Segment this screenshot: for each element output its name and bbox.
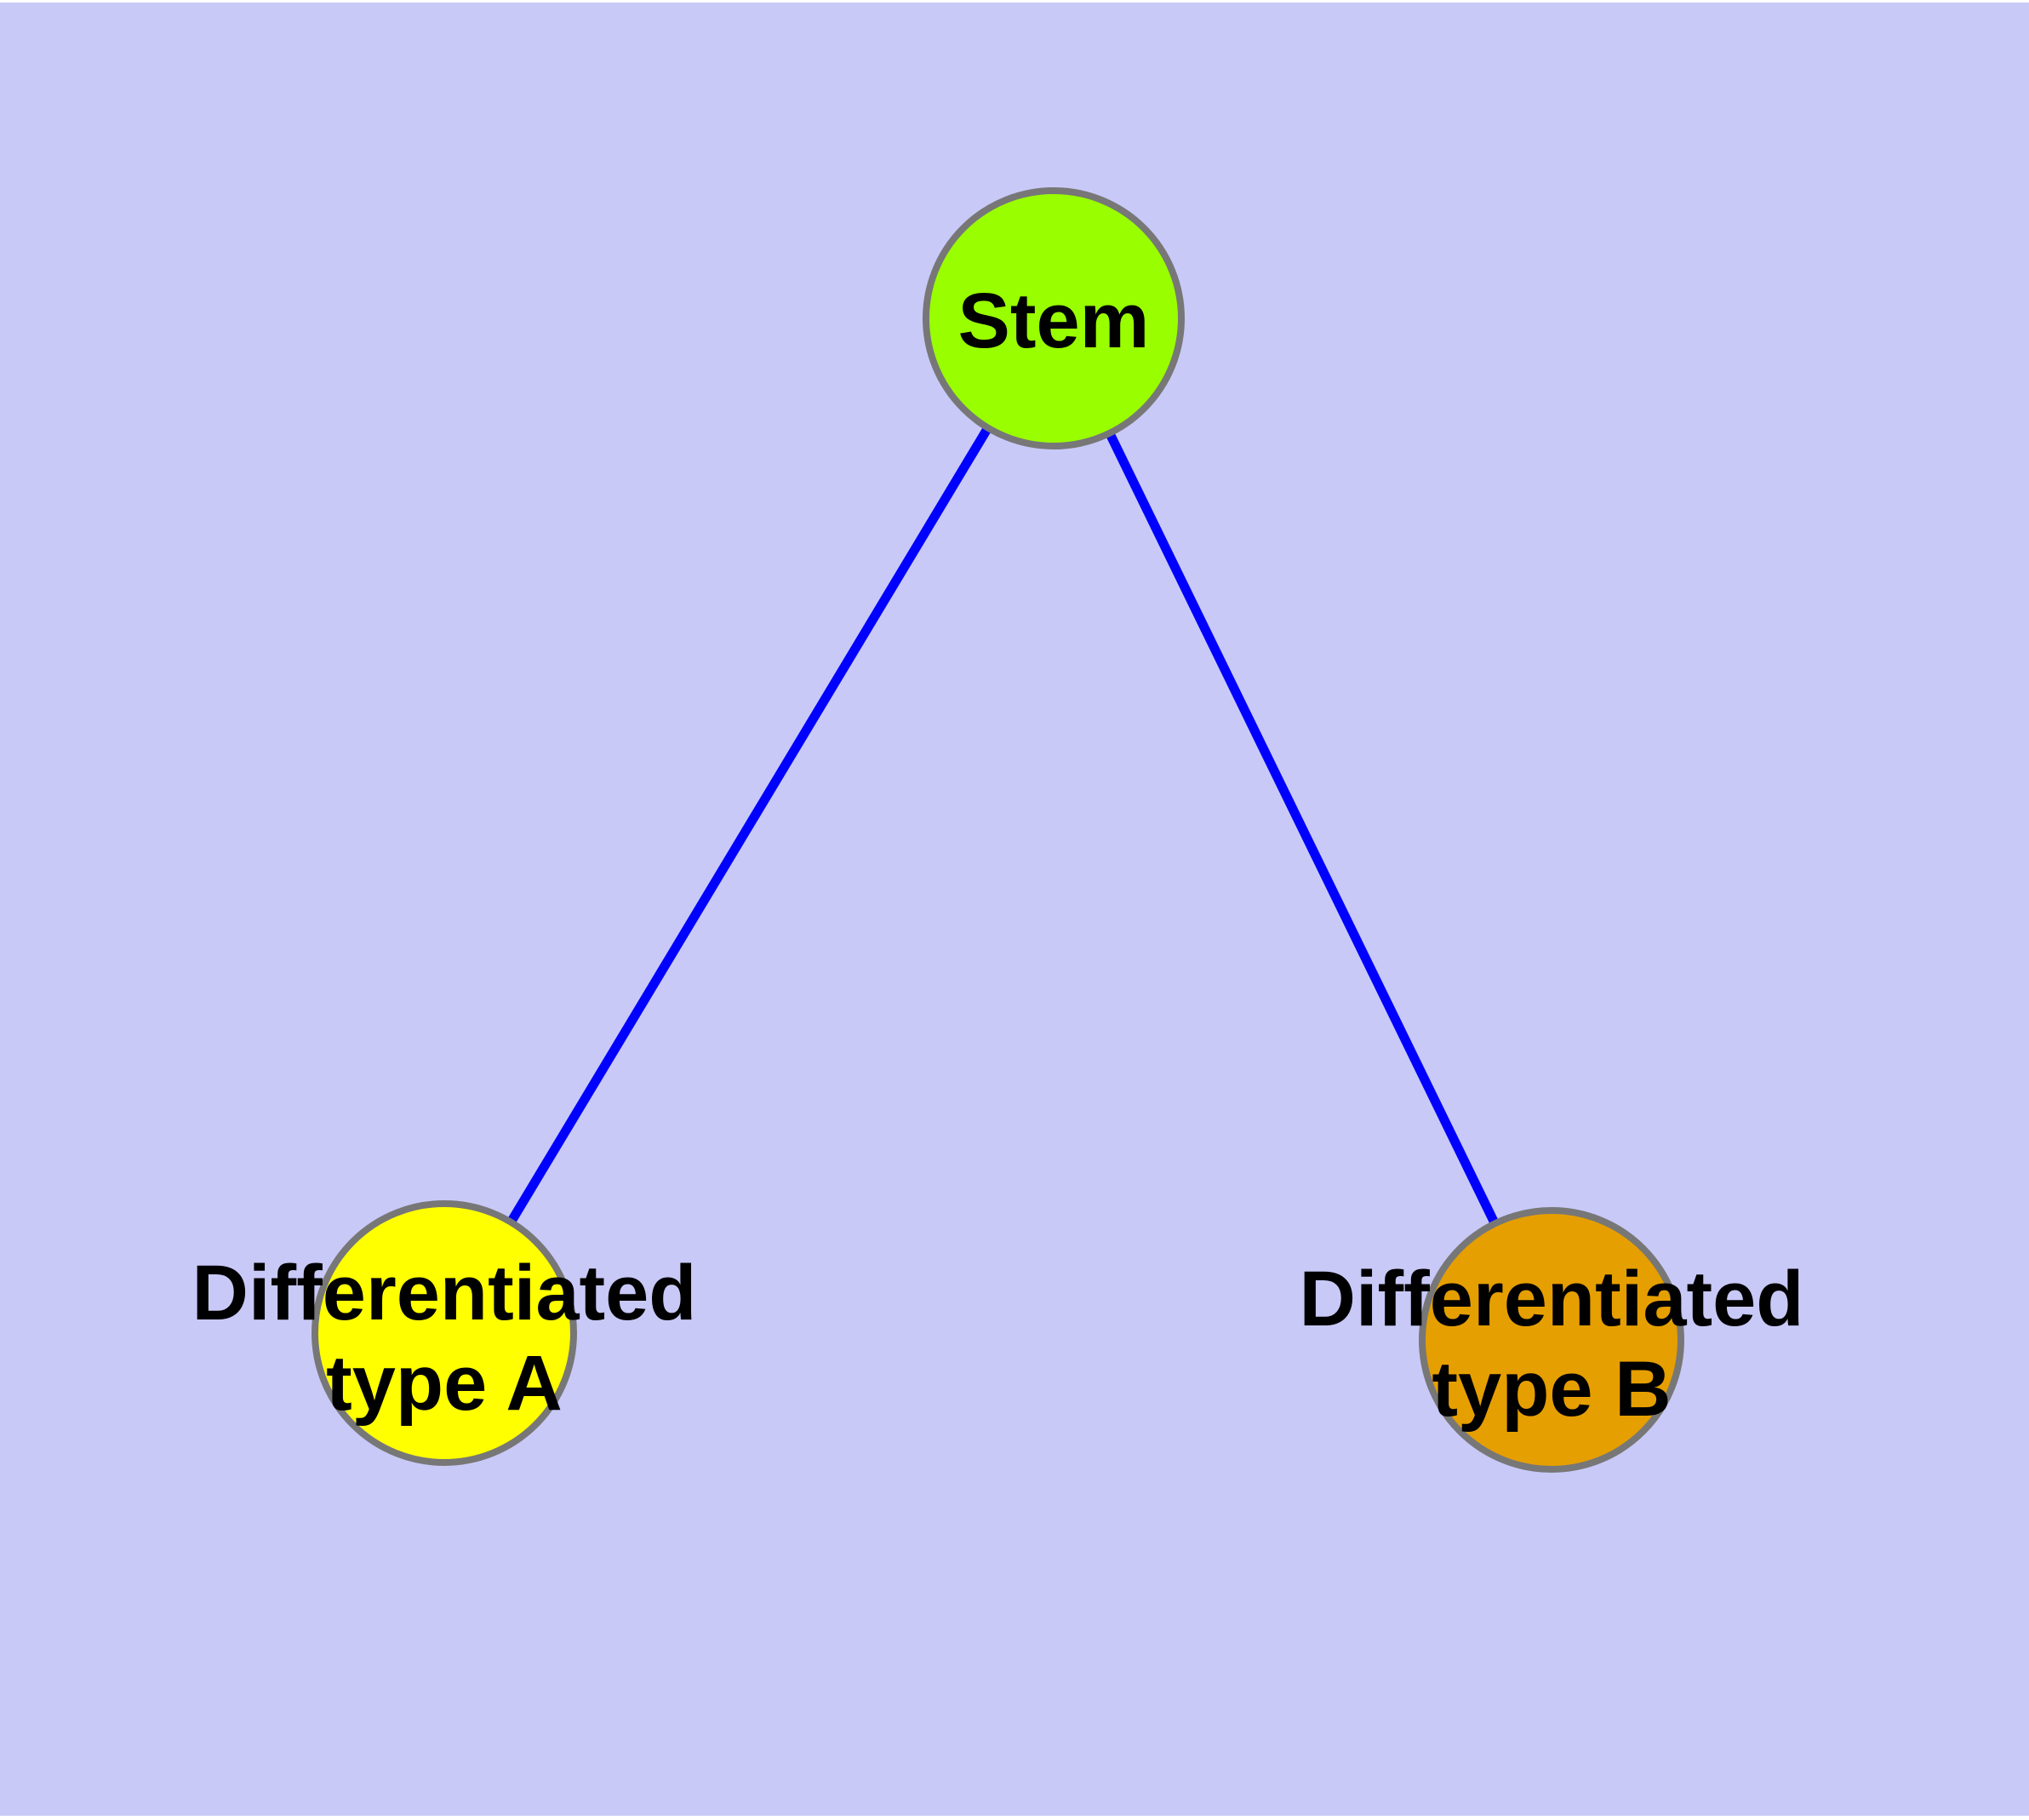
node-differentiated-type-a-label-line2: type A xyxy=(326,1340,563,1427)
node-differentiated-type-b-label-line1: Differentiated xyxy=(1300,1256,1804,1342)
node-differentiated-type-b: Differentiated type B xyxy=(1300,1207,1804,1473)
node-differentiated-type-a: Differentiated type A xyxy=(192,1200,697,1466)
node-layer: Stem Differentiated type A Differentiate… xyxy=(192,187,1804,1473)
edge-stem-to-type-a xyxy=(440,316,1058,1336)
node-stem: Stem xyxy=(923,187,1185,449)
node-differentiated-type-a-circle xyxy=(311,1200,577,1466)
node-stem-label: Stem xyxy=(958,278,1150,364)
node-stem-circle xyxy=(923,187,1185,449)
node-differentiated-type-b-label-line2: type B xyxy=(1432,1346,1671,1433)
edge-layer xyxy=(440,316,1556,1342)
node-differentiated-type-b-circle xyxy=(1419,1207,1684,1473)
edge-stem-to-type-b xyxy=(1049,316,1556,1342)
node-differentiated-type-a-label-line1: Differentiated xyxy=(192,1250,697,1336)
